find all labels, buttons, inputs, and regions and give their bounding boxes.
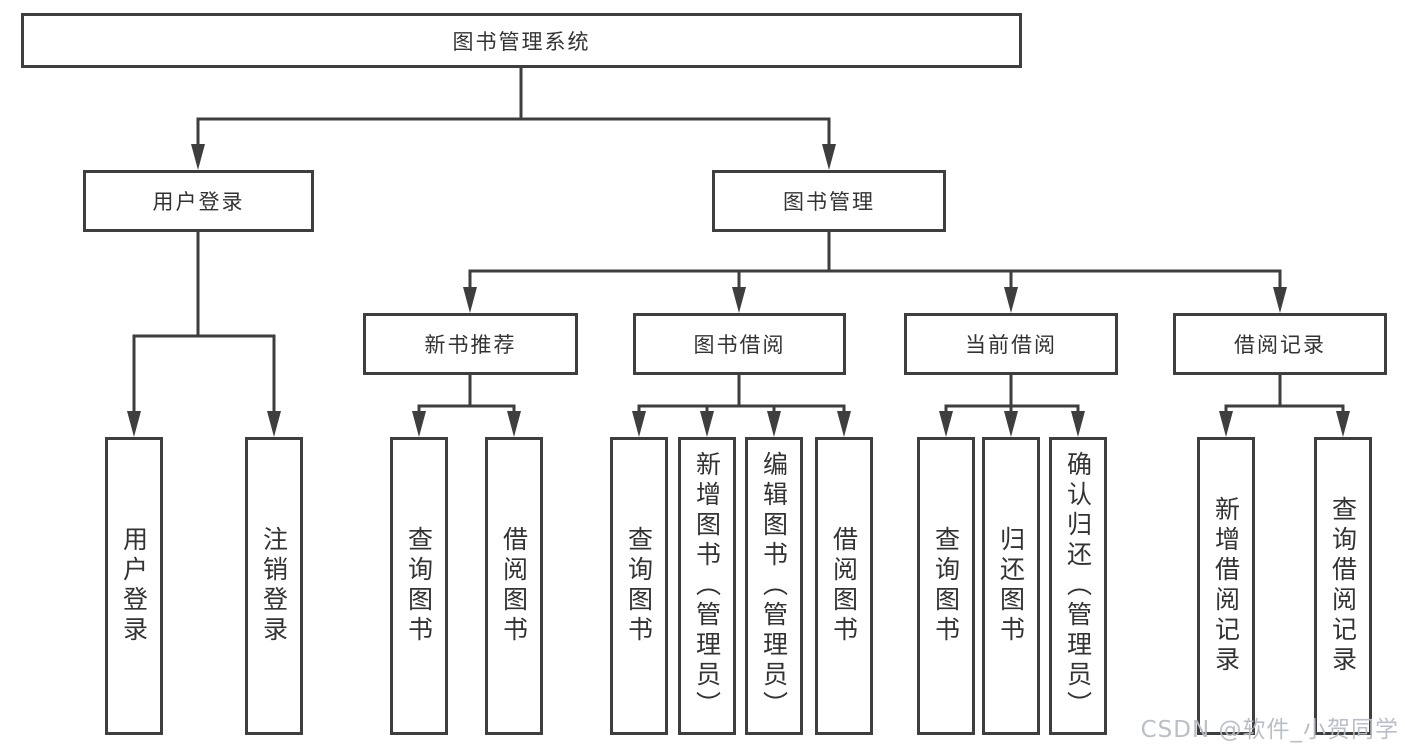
leaf-user-login: 用户登录 bbox=[105, 437, 163, 735]
arrowhead bbox=[822, 144, 836, 170]
node-library-management-system: 图书管理系统 bbox=[21, 13, 1022, 68]
node-label: 新增图书（管理员） bbox=[692, 451, 722, 721]
arrowhead bbox=[1219, 411, 1233, 437]
arrowhead bbox=[507, 411, 521, 437]
arrowhead bbox=[700, 411, 714, 437]
arrowhead bbox=[267, 411, 281, 437]
node-label: 当前借阅 bbox=[965, 333, 1057, 357]
leaf-edit-books-admin: 编辑图书（管理员） bbox=[745, 437, 803, 735]
node-user-login: 用户登录 bbox=[83, 170, 314, 232]
node-label: 归还图书 bbox=[996, 526, 1026, 646]
node-label: 查询图书 bbox=[624, 526, 654, 646]
node-label: 图书管理 bbox=[783, 190, 875, 214]
arrowhead bbox=[412, 411, 426, 437]
arrowhead bbox=[1004, 287, 1018, 313]
node-label: 编辑图书（管理员） bbox=[759, 451, 789, 721]
node-label: 用户登录 bbox=[119, 526, 149, 646]
arrowhead bbox=[127, 411, 141, 437]
arrowhead bbox=[1004, 411, 1018, 437]
arrowhead bbox=[837, 411, 851, 437]
node-label: 借阅图书 bbox=[829, 526, 859, 646]
node-current-borrow: 当前借阅 bbox=[904, 313, 1118, 375]
node-book-borrow: 图书借阅 bbox=[633, 313, 846, 375]
leaf-logout: 注销登录 bbox=[245, 437, 303, 735]
arrowhead bbox=[767, 411, 781, 437]
node-book-management: 图书管理 bbox=[712, 170, 946, 232]
node-label: 新书推荐 bbox=[424, 333, 517, 357]
leaf-query-books-borrow: 查询图书 bbox=[610, 437, 668, 735]
node-label: 新增借阅记录 bbox=[1211, 496, 1241, 676]
leaf-add-books-admin: 新增图书（管理员） bbox=[678, 437, 736, 735]
arrowhead bbox=[939, 411, 953, 437]
node-label: 查询图书 bbox=[931, 526, 961, 646]
leaf-confirm-return-admin: 确认归还（管理员） bbox=[1049, 437, 1107, 735]
arrowhead bbox=[1071, 411, 1085, 437]
leaf-return-books: 归还图书 bbox=[982, 437, 1040, 735]
node-label: 查询借阅记录 bbox=[1328, 496, 1358, 676]
arrowhead bbox=[1336, 411, 1350, 437]
node-label: 图书借阅 bbox=[693, 333, 786, 357]
arrowhead bbox=[632, 411, 646, 437]
watermark: CSDN @软件_小贺同学 bbox=[1140, 717, 1399, 743]
arrowhead bbox=[463, 287, 477, 313]
leaf-borrow-books-recommend: 借阅图书 bbox=[485, 437, 543, 735]
node-label: 借阅图书 bbox=[499, 526, 529, 646]
node-label: 注销登录 bbox=[259, 526, 289, 646]
leaf-borrow-books: 借阅图书 bbox=[815, 437, 873, 735]
leaf-add-borrow-record: 新增借阅记录 bbox=[1197, 437, 1255, 735]
arrowhead bbox=[191, 144, 205, 170]
leaf-query-books-current: 查询图书 bbox=[917, 437, 975, 735]
node-label: 图书管理系统 bbox=[452, 29, 591, 54]
node-borrow-records: 借阅记录 bbox=[1173, 313, 1387, 375]
leaf-query-books-recommend: 查询图书 bbox=[390, 437, 448, 735]
node-label: 查询图书 bbox=[404, 526, 434, 646]
node-label: 用户登录 bbox=[152, 190, 245, 214]
node-label: 借阅记录 bbox=[1234, 333, 1326, 357]
arrowhead bbox=[1273, 287, 1287, 313]
node-new-book-recommend: 新书推荐 bbox=[363, 313, 578, 375]
arrowhead bbox=[732, 287, 746, 313]
leaf-query-borrow-record: 查询借阅记录 bbox=[1314, 437, 1372, 735]
node-label: 确认归还（管理员） bbox=[1063, 451, 1093, 721]
